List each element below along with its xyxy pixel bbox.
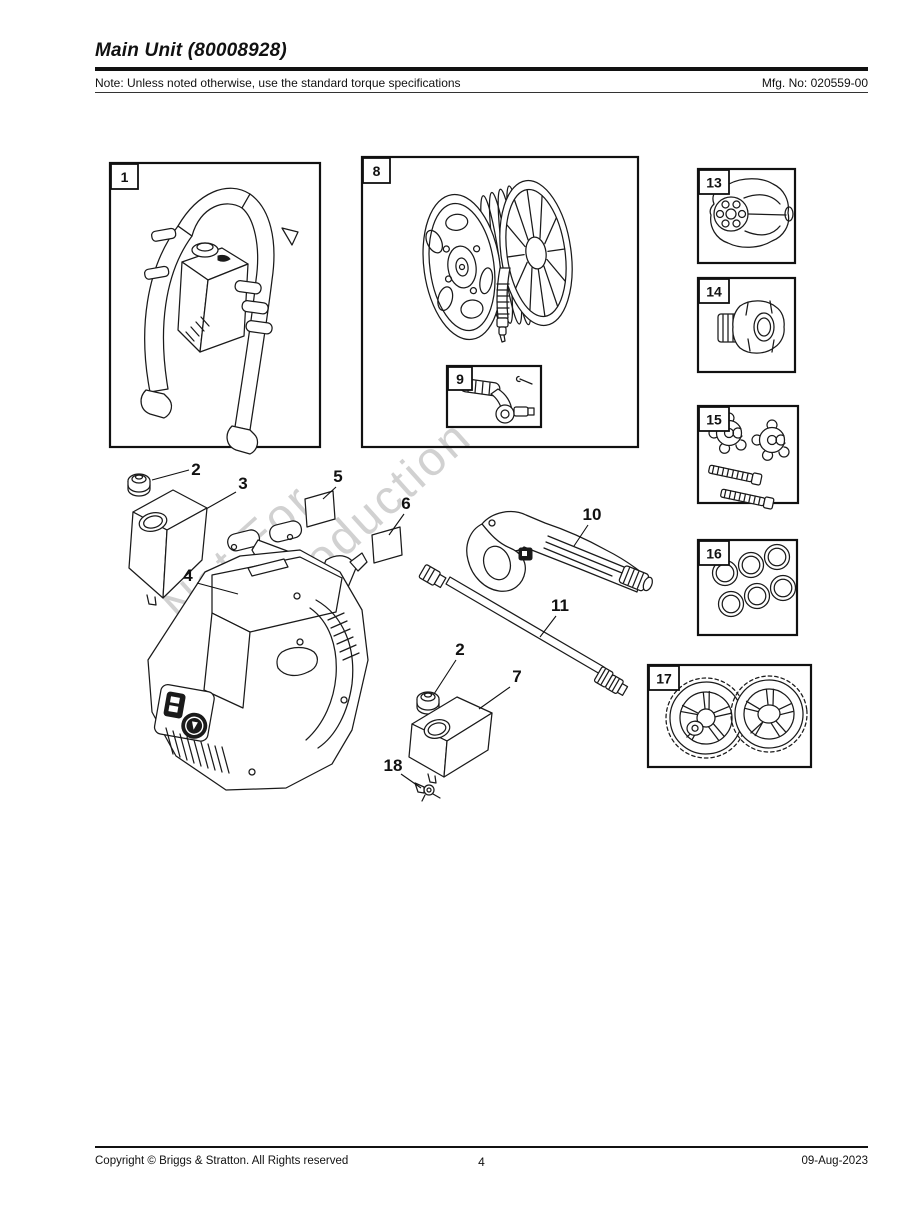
knob-drawing bbox=[709, 178, 794, 248]
callout-box-13: 13 bbox=[696, 167, 797, 265]
wand-drawing bbox=[418, 564, 629, 696]
footer: Copyright © Briggs & Stratton. All Right… bbox=[95, 1155, 869, 1169]
callout-badge-8-number: 8 bbox=[373, 163, 381, 179]
part-label-cap-bottom: 2 bbox=[455, 640, 464, 659]
callout-box-1: 1 bbox=[108, 161, 322, 455]
part-label-spray-gun: 10 bbox=[583, 505, 602, 524]
leader-wand bbox=[539, 615, 557, 638]
wheels-drawing bbox=[665, 675, 808, 759]
copyright-text: Copyright © Briggs & Stratton. All Right… bbox=[95, 1155, 349, 1167]
leader-decal-5 bbox=[322, 486, 337, 500]
callout-badge-13-number: 13 bbox=[706, 175, 722, 191]
callout-badge-17-number: 17 bbox=[656, 671, 672, 687]
hose-reel-drawing: 8 bbox=[362, 157, 573, 429]
leader-lines bbox=[151, 469, 589, 789]
leader-tank-bottom bbox=[478, 686, 511, 710]
part-label-main-body: 4 bbox=[183, 566, 193, 585]
header-divider bbox=[95, 92, 868, 93]
leader-tank-top bbox=[205, 491, 237, 510]
callout-badge-16: 16 bbox=[698, 540, 730, 566]
leader-cap-top bbox=[151, 469, 190, 481]
hose-end-drawing bbox=[496, 267, 511, 343]
clip-drawing bbox=[414, 782, 441, 802]
mfg-number: Mfg. No: 020559-00 bbox=[761, 76, 868, 90]
leader-main-body bbox=[196, 582, 239, 595]
part-label-decal-5: 5 bbox=[333, 467, 342, 486]
date-text: 09-Aug-2023 bbox=[801, 1155, 869, 1167]
part-number-labels: 2 3 4 5 6 10 11 2 7 18 bbox=[183, 460, 601, 775]
part-label-decal-6: 6 bbox=[401, 494, 410, 513]
callout-box-9: 9 bbox=[445, 364, 543, 429]
part-label-clip: 18 bbox=[384, 756, 403, 775]
note-row: Note: Unless noted otherwise, use the st… bbox=[95, 75, 868, 91]
callout-box-15: 15 bbox=[696, 404, 800, 510]
leader-decal-6 bbox=[388, 513, 405, 536]
callout-box-17: 17 bbox=[646, 663, 813, 769]
cap-top-drawing bbox=[127, 473, 151, 497]
callout-badge-15-number: 15 bbox=[706, 412, 722, 428]
callout-badge-14-number: 14 bbox=[706, 284, 722, 300]
part-label-tank-bottom: 7 bbox=[512, 667, 521, 686]
part-label-wand: 11 bbox=[551, 596, 569, 615]
callout-badge-14: 14 bbox=[698, 278, 730, 304]
page-title: Main Unit (80008928) bbox=[95, 40, 287, 61]
callout-box-8: 8 bbox=[360, 155, 640, 449]
torque-note: Note: Unless noted otherwise, use the st… bbox=[95, 76, 461, 90]
knob-screw-kit-drawing bbox=[708, 412, 790, 510]
callout-badge-1: 1 bbox=[110, 163, 139, 190]
footer-rule bbox=[95, 1146, 868, 1148]
leader-clip bbox=[400, 773, 422, 789]
callout-badge-9-number: 9 bbox=[456, 371, 464, 387]
callout-badge-8: 8 bbox=[362, 157, 391, 184]
decal-6-drawing bbox=[371, 526, 403, 564]
callout-badge-1-number: 1 bbox=[121, 169, 129, 185]
handle-frame-drawing bbox=[140, 187, 299, 455]
callout-badge-16-number: 16 bbox=[706, 546, 722, 562]
title-rule bbox=[95, 67, 868, 71]
part-label-cap-top: 2 bbox=[191, 460, 200, 479]
decal-5-drawing bbox=[304, 490, 336, 528]
callout-badge-13: 13 bbox=[698, 169, 730, 195]
callout-badge-9: 9 bbox=[447, 366, 473, 391]
callout-badge-17: 17 bbox=[648, 665, 680, 691]
spray-gun-drawing bbox=[466, 510, 653, 593]
callout-box-16: 16 bbox=[696, 538, 799, 637]
page-number: 4 bbox=[478, 1155, 485, 1169]
crank-handle-drawing bbox=[459, 375, 535, 424]
coupler-nut-drawing bbox=[717, 300, 785, 354]
leader-spray-gun bbox=[573, 524, 589, 547]
main-body-drawing bbox=[147, 520, 369, 791]
callout-badge-15: 15 bbox=[698, 406, 730, 432]
leader-cap-bottom bbox=[433, 659, 457, 695]
part-label-tank-top: 3 bbox=[238, 474, 247, 493]
callout-box-14: 14 bbox=[696, 276, 797, 374]
tank-bottom-drawing bbox=[408, 696, 493, 784]
